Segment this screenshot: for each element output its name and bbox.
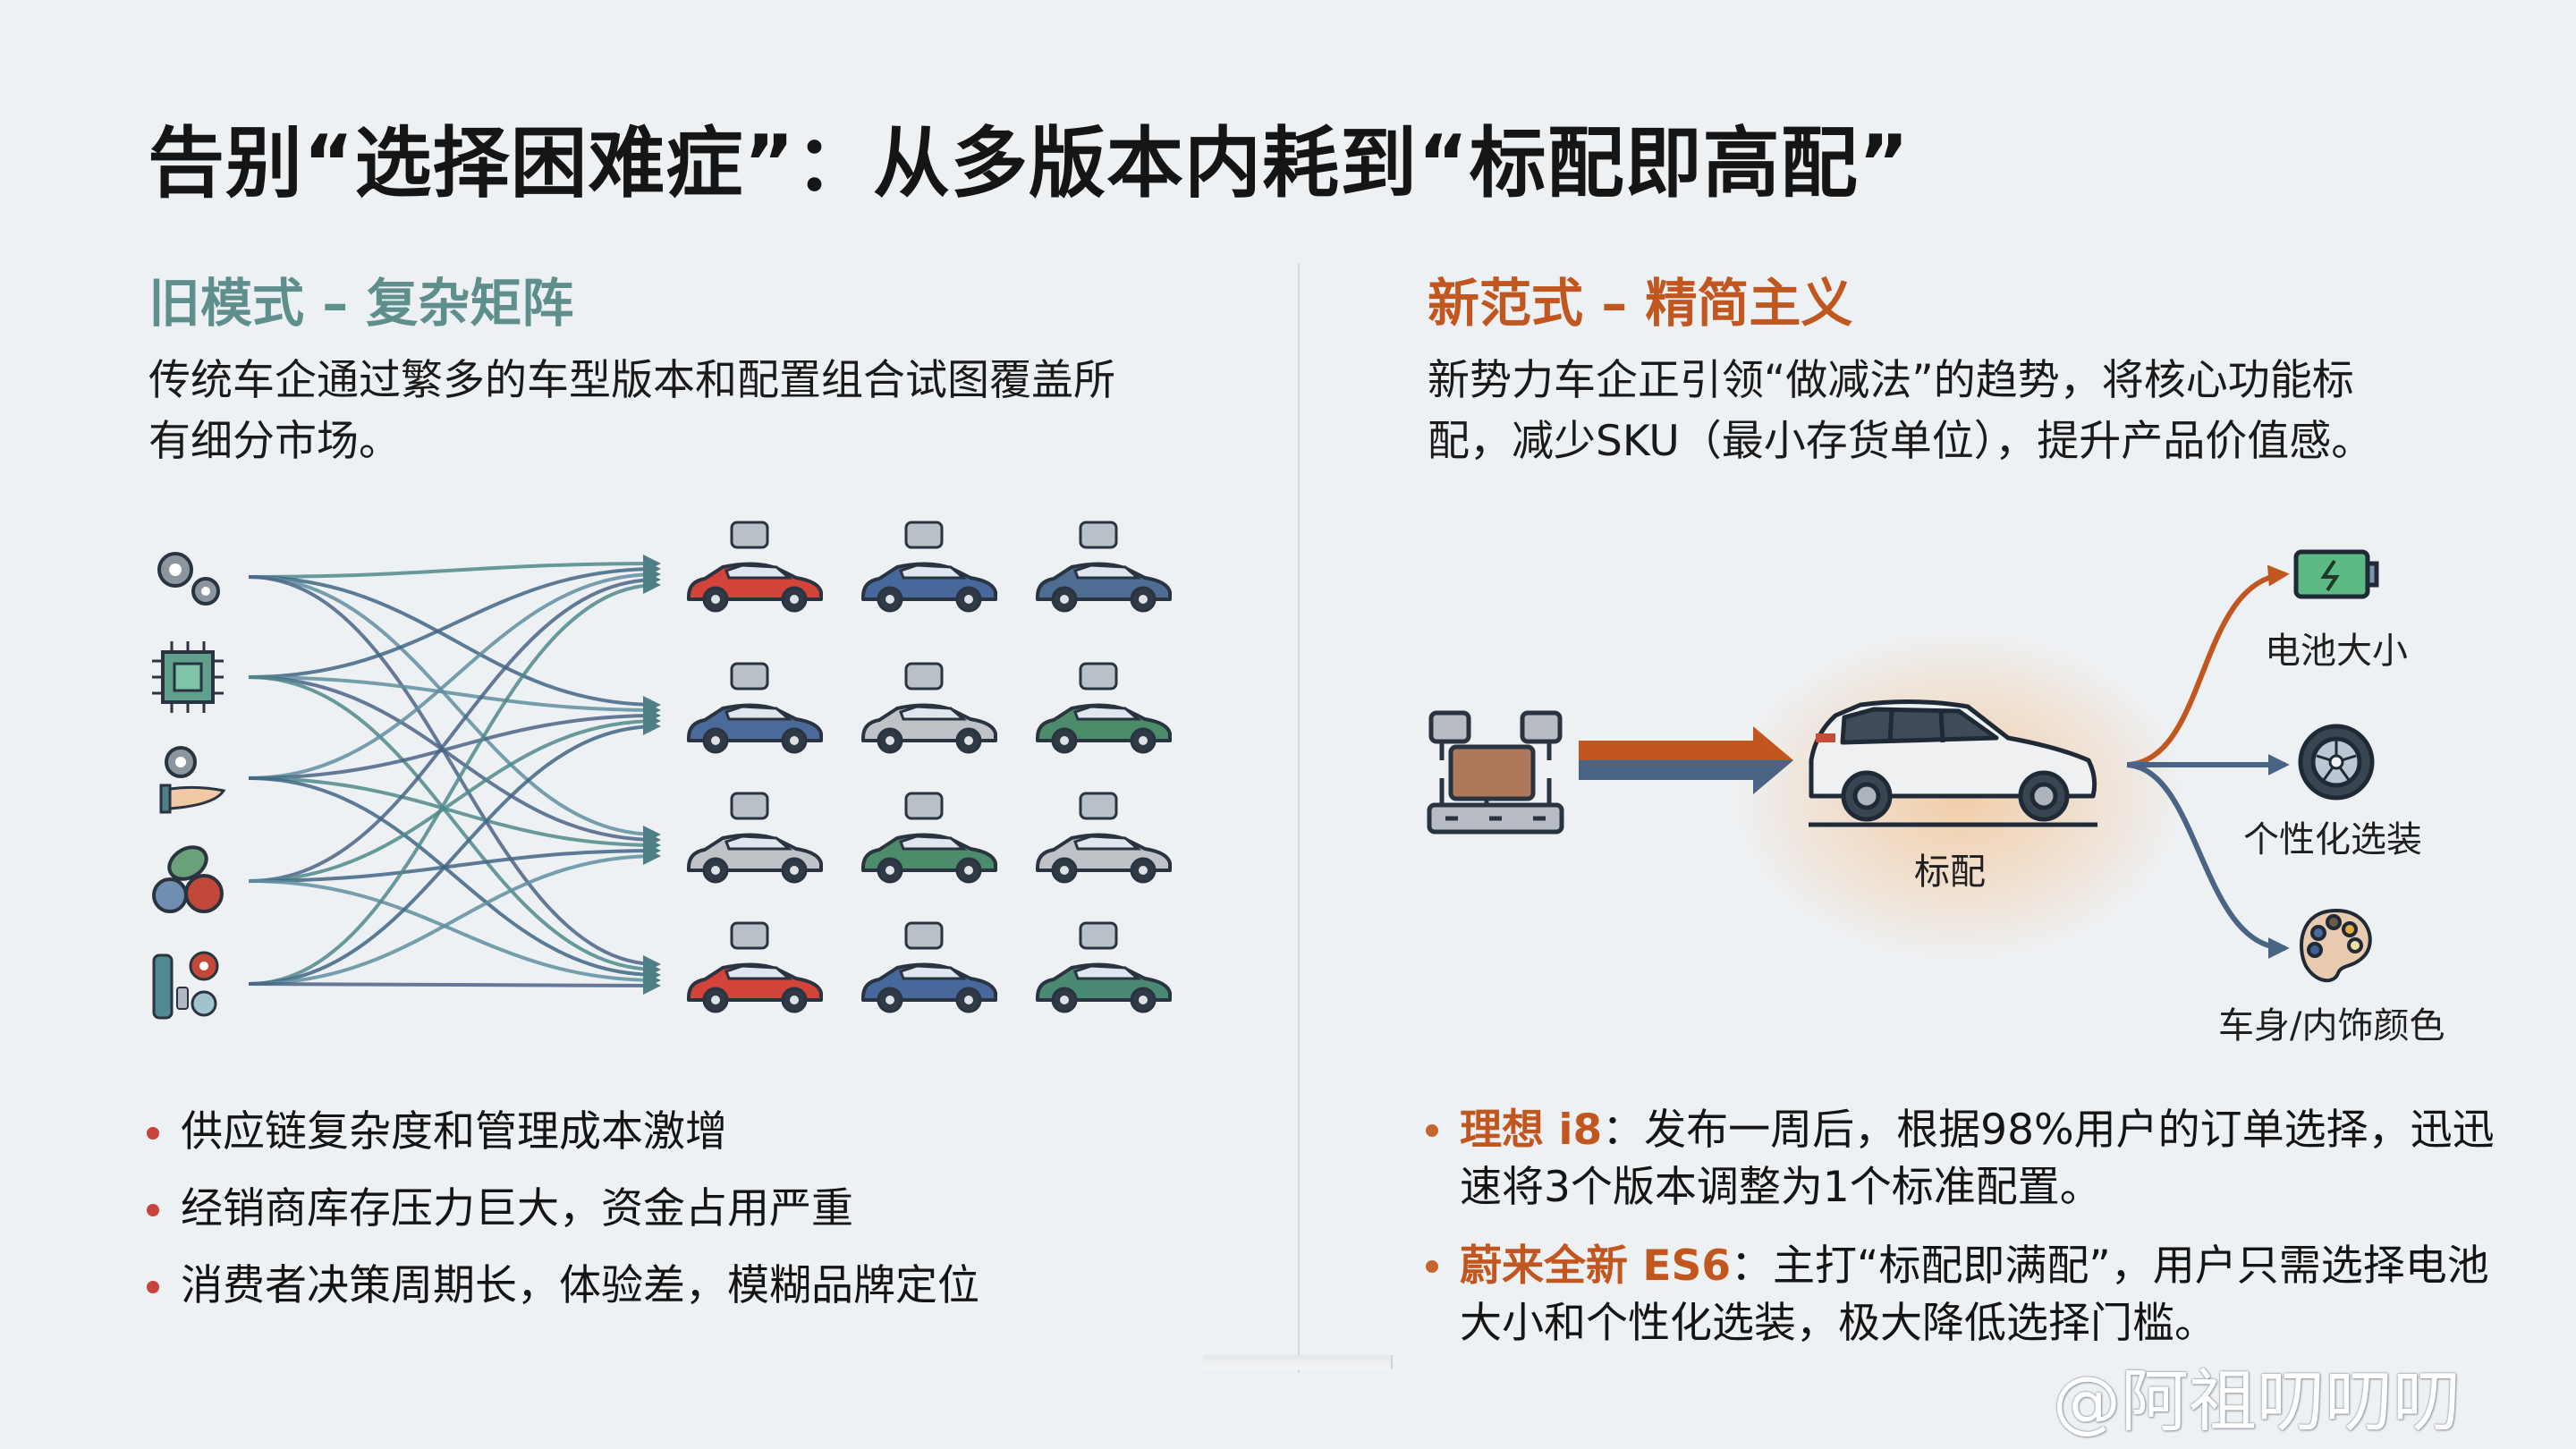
car-variant-icon [1036,703,1172,754]
hand-gear-icon [159,746,226,814]
matrix-link [248,776,661,984]
wheel-icon [2298,724,2375,801]
issue-text: 供应链复杂度和管理成本激增 [181,1107,727,1157]
car-variant-icon [861,962,997,1013]
column-divider [1298,264,1300,1373]
old-mode-description: 传统车企通过繁多的车型版本和配置组合试图覆盖所 有细分市场。 [148,351,1115,472]
page-title: 告别“选择困难症”：从多版本内耗到“标配即高配” [148,119,1911,208]
platform-icon [1427,710,1564,835]
matrix-link [248,575,661,714]
matrix-link [248,675,661,849]
car-variant-icon [861,703,997,754]
matrix-link [248,555,661,579]
transition-arrow [1579,726,1793,794]
heated-seat-icon [1079,521,1118,549]
car-variant-icon [687,833,823,884]
new-mode-line-2: 配，减少SKU（最小存货单位），提升产品价值感。 [1428,417,2374,466]
matrix-link [248,575,661,843]
case-text: ：主打“标配即满配”，用户只需选择电池大小和个性化选装，极大降低选择门槛。 [1460,1241,2489,1348]
wheel-icon [904,792,944,820]
engine-icon [730,921,769,950]
matrix-link [248,879,661,989]
car-variant-icon [1036,562,1172,613]
new-mode-heading: 新范式 – 精简主义 [1428,273,1853,334]
screen-icon [904,521,944,549]
new-mode-cases: 理想 i8：发布一周后，根据98%用户的订单选择，迅迅速将3个版本调整为1个标准… [1426,1102,2515,1374]
matrix-link [248,707,661,780]
bullet-dot [147,1127,159,1140]
matrix-link [248,571,661,883]
issue-item: 供应链复杂度和管理成本激增 [147,1102,979,1179]
standard-config-label: 标配 [1914,852,1986,893]
standard-suv-icon [1809,699,2097,827]
old-mode-line-1: 传统车企通过繁多的车型版本和配置组合试图覆盖所 [148,356,1115,405]
matrix-link [248,560,661,679]
matrix-link [248,976,661,995]
source-icons [152,552,226,1020]
car-variant-icon [687,962,823,1013]
issue-text: 经销商库存压力巨大，资金占用严重 [181,1184,853,1233]
battery-icon [2293,549,2379,599]
sunlight-icon [730,792,769,820]
matrix-link [248,576,661,986]
bullet-dot [1426,1124,1438,1137]
option-custom-label: 个性化选装 [2243,819,2422,860]
option-branches [2126,564,2290,959]
bullet-dot [147,1281,159,1293]
headlight-icon [904,662,944,691]
seat-icon [1079,921,1118,950]
new-mode-line-1: 新势力车企正引领“做减法”的趋势，将核心功能标 [1428,356,2354,405]
matrix-link [248,575,661,973]
case-brand: 理想 i8 [1460,1106,1603,1155]
matrix-link [248,776,661,854]
engine-icon [730,521,769,549]
car-variant-icon [687,562,823,613]
old-mode-line-2: 有细分市场。 [148,417,401,466]
case-item: 理想 i8：发布一周后，根据98%用户的订单选择，迅迅速将3个版本调整为1个标准… [1426,1102,2515,1216]
gears-icon [157,552,220,606]
chip-icon [152,641,224,713]
matrix-link [248,847,661,986]
weibo-watermark: @阿祖叨叨叨 [2053,1361,2461,1441]
car-variant-icon [861,833,997,884]
parts-icon [152,951,219,1020]
old-mode-issues: 供应链复杂度和管理成本激增 经销商库存压力巨大，资金占用严重 消费者决策周期长，… [147,1102,979,1333]
matrix-link [248,842,661,883]
option-color-label: 车身/内饰颜色 [2218,1005,2445,1046]
car-variant-icon [1036,833,1172,884]
matrix-link [248,712,661,883]
roof-icon [1079,662,1118,691]
material-rolls-icon [152,845,224,913]
seat-icon [904,921,944,950]
case-brand: 蔚来全新 ES6 [1460,1241,1732,1291]
matrix-link [248,565,661,780]
turbo-engine-icon [730,662,769,691]
issue-item: 经销商库存压力巨大，资金占用严重 [147,1179,979,1256]
new-mode-description: 新势力车企正引领“做减法”的趋势，将核心功能标 配，减少SKU（最小存货单位），… [1428,351,2373,472]
gauge-icon [1079,792,1118,820]
matrix-link [248,675,661,719]
issue-text: 消费者决策周期长，体验差，模糊品牌定位 [181,1261,979,1310]
issue-item: 消费者决策周期长，体验差，模糊品牌定位 [147,1256,979,1333]
palette-icon [2300,908,2372,983]
old-mode-heading: 旧模式 – 复杂矩阵 [148,273,574,334]
bullet-dot [147,1204,159,1216]
matrix-link [248,717,661,986]
matrix-link [248,675,661,979]
car-variant-icon [1036,962,1172,1013]
divider-foot [1203,1355,1393,1369]
bullet-dot [1426,1260,1438,1273]
case-item: 蔚来全新 ES6：主打“标配即满配”，用户只需选择电池大小和个性化选装，极大降低… [1426,1238,2515,1352]
matrix-links [248,555,661,995]
option-battery-label: 电池大小 [2265,631,2408,672]
car-variant-icon [861,562,997,613]
case-text: ：发布一周后，根据98%用户的订单选择，迅迅速将3个版本调整为1个标准配置。 [1460,1106,2495,1212]
car-grid [687,521,1172,1013]
car-variant-icon [687,703,823,754]
